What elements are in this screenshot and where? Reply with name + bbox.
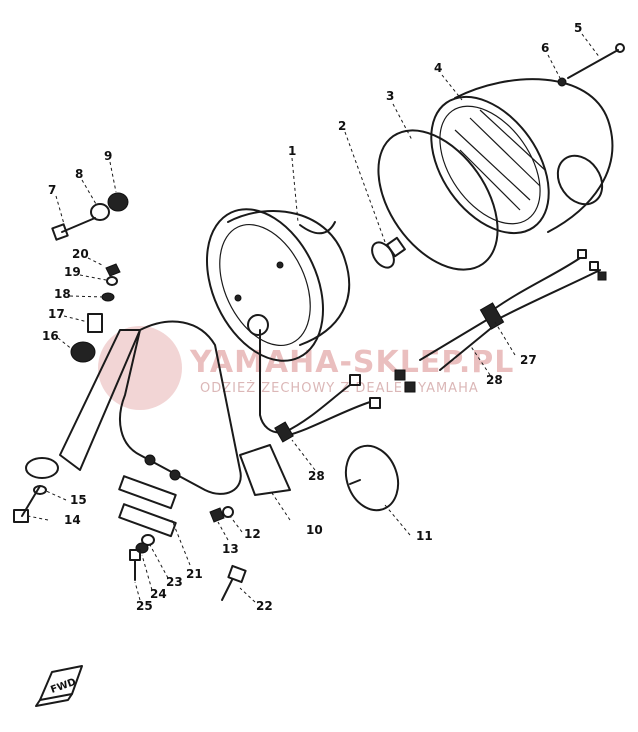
callout-1: 1	[288, 144, 296, 158]
callout-16: 16	[42, 329, 59, 343]
watermark-logo	[98, 326, 182, 410]
fwd-arrow-icon: FWD	[35, 665, 83, 707]
callout-3: 3	[386, 89, 394, 103]
callout-23: 23	[166, 575, 183, 589]
callout-6: 6	[541, 41, 549, 55]
callout-17: 17	[48, 307, 65, 321]
callout-2: 2	[338, 119, 346, 133]
bulb	[371, 236, 406, 269]
callouts: 1 2 3 4 5 6 7 8 9 10 11 12 13 14 15 16 1…	[42, 21, 582, 613]
washer-12	[222, 506, 234, 518]
damper-16	[70, 341, 96, 363]
callout-8: 8	[75, 167, 83, 181]
callout-25: 25	[136, 599, 153, 613]
wiring-harness	[259, 249, 607, 443]
callout-18: 18	[54, 287, 71, 301]
callout-11: 11	[416, 529, 433, 543]
callout-28-upper: 28	[486, 373, 503, 387]
watermark: YAMAHA-SKLEP.PL ODZIEŻ ZECHOWY Z DEALER …	[98, 326, 513, 410]
callout-4: 4	[434, 61, 442, 75]
plate-21a	[118, 475, 177, 510]
callout-7: 7	[48, 183, 56, 197]
nut-13	[209, 507, 225, 523]
callout-12: 12	[244, 527, 261, 541]
callout-10: 10	[306, 523, 323, 537]
headlight-unit	[205, 208, 351, 362]
callout-22: 22	[256, 599, 273, 613]
callout-5: 5	[574, 21, 582, 35]
bolt-14	[13, 485, 41, 523]
callout-28-lower: 28	[308, 469, 325, 483]
rim-ring	[377, 129, 499, 271]
callout-13: 13	[222, 542, 239, 556]
callout-21: 21	[186, 567, 203, 581]
grommet-9	[107, 192, 129, 212]
collar-17	[87, 313, 103, 333]
washer-18	[101, 292, 115, 302]
callout-27: 27	[520, 353, 537, 367]
leader-lines	[27, 33, 601, 603]
plate-21b	[118, 503, 177, 538]
cap-11	[344, 444, 400, 512]
callout-14: 14	[64, 513, 81, 527]
washer-15	[33, 485, 47, 495]
bolt-22	[221, 564, 247, 601]
nut-20	[105, 263, 121, 277]
bolt-25	[129, 549, 141, 581]
callout-20: 20	[72, 247, 89, 261]
headlight-housing	[430, 78, 614, 235]
callout-15: 15	[70, 493, 87, 507]
headlight-bracket	[25, 320, 291, 496]
bolt-7	[51, 217, 96, 241]
callout-9: 9	[104, 149, 112, 163]
washer-19	[106, 276, 118, 286]
washer-6	[557, 77, 567, 87]
washer-24	[135, 542, 149, 554]
washer-8	[90, 203, 110, 221]
washer-23	[141, 534, 155, 546]
callout-19: 19	[64, 265, 81, 279]
callout-24: 24	[150, 587, 167, 601]
screw-5	[567, 43, 625, 79]
